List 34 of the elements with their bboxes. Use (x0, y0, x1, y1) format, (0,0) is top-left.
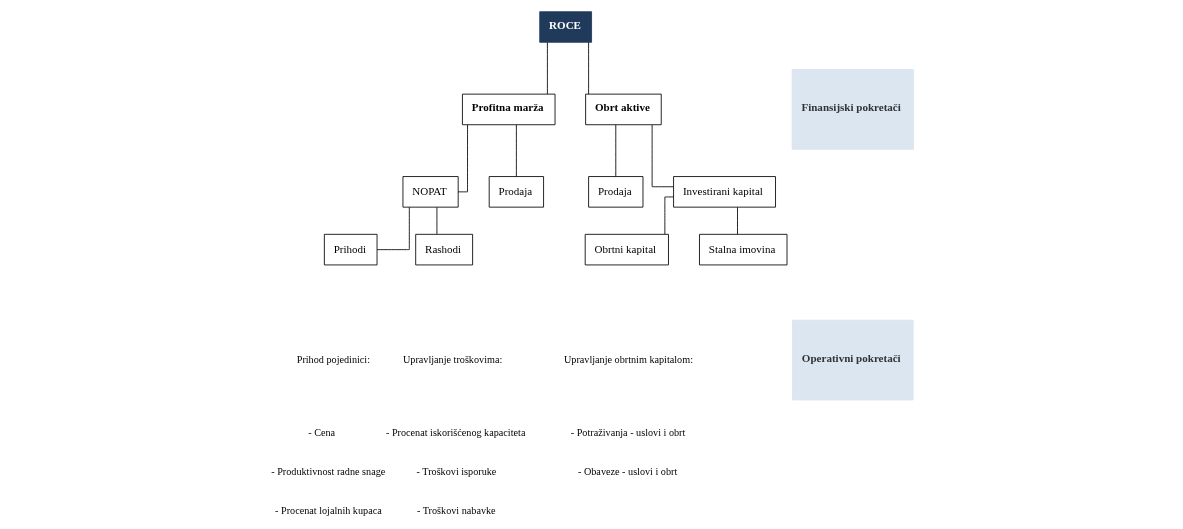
label: - Cena (307, 426, 335, 438)
node-box: Rashodi (414, 233, 473, 266)
node-box: ROCE (538, 11, 592, 43)
connector (614, 124, 616, 177)
connector (663, 196, 674, 235)
node-box: Investirani kapital (672, 176, 776, 208)
connector (736, 206, 738, 235)
node-box: Stalna imovina (698, 233, 787, 266)
node-box: Prodaja (587, 176, 643, 208)
node-box: NOPAT (402, 176, 459, 208)
label: Upravljanje obrtnim kapitalom: (563, 353, 693, 365)
node-box: Profitna marža (461, 93, 555, 126)
label: - Procenat iskorišćenog kapaciteta (385, 426, 525, 438)
connector (436, 206, 437, 235)
node-box: Obrtni kapital (584, 233, 669, 266)
node-box: Prodaja (488, 176, 544, 208)
label: - Potraživanja - uslovi i obrt (570, 426, 685, 438)
label: - Produktivnost radne snage (270, 465, 385, 477)
label: - Troškovi isporuke (416, 465, 496, 477)
node-box: Prihodi (323, 233, 377, 266)
label: - Obaveze - uslovi i obrt (577, 465, 677, 477)
connector (546, 42, 548, 95)
node-box: Obrt aktive (584, 93, 662, 126)
connector (651, 124, 674, 188)
node-box: Operativni pokretači (791, 319, 914, 401)
connector (376, 206, 410, 251)
connector (587, 42, 589, 95)
label: - Troškovi nabavke (416, 504, 496, 516)
label: Prihod pojedinici: (296, 353, 370, 365)
connector (457, 124, 468, 193)
connector (515, 124, 517, 177)
node-box: Finansijski pokretači (791, 69, 914, 150)
label: - Procenat lojalnih kupaca (274, 504, 382, 516)
label: Upravljanje troškovima: (402, 353, 502, 365)
